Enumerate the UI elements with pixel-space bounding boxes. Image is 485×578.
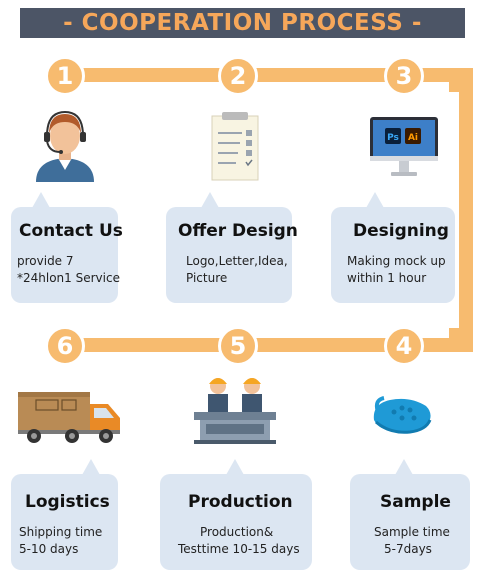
flow-track-top [58,68,473,82]
step-6-line-2: 5-10 days [19,542,79,556]
step-4-card: Sample Sample time 5-7days [350,474,470,570]
card-1-pointer [32,192,50,208]
svg-text:Ai: Ai [408,133,418,143]
step-5-line-1: Production& [200,525,274,539]
flow-track-corner-top [449,68,473,92]
flow-track-bottom [58,338,473,352]
step-3-card: Designing Making mock up within 1 hour [331,207,455,303]
step-1-card: Contact Us provide 7 *24hlon1 Service [11,207,123,303]
step-5-title: Production [188,492,293,512]
step-2-card: Offer Design Logo,Letter,Idea, Picture [166,207,298,303]
step-5-line-2: Testtime 10-15 days [178,542,300,556]
card-6-pointer [82,459,100,475]
card-3-pointer [366,192,384,208]
factory-workers-icon [194,378,276,444]
step-1-title: Contact Us [19,221,123,241]
step-2-title: Offer Design [178,221,298,241]
step-5-card: Production Production& Testtime 10-15 da… [160,474,312,570]
step-4-title: Sample [380,492,451,512]
step-2-line-2: Picture [186,271,228,285]
clog-shoe-icon [373,396,432,434]
step-5-number: 5 [218,326,258,366]
title-banner: - COOPERATION PROCESS - [20,8,465,38]
step-4-line-1: Sample time [374,525,450,539]
delivery-truck-icon [18,392,120,443]
monitor-icon: Ps Ai [370,117,438,176]
step-1-line-2: *24hlon1 Service [17,271,120,285]
step-6-number: 6 [45,326,85,366]
step-3-line-1: Making mock up [347,254,446,268]
step-3-number: 3 [384,56,424,96]
step-3-line-2: within 1 hour [347,271,427,285]
page-title: - COOPERATION PROCESS - [63,10,422,36]
card-2-pointer [201,192,219,208]
step-2-line-1: Logo,Letter,Idea, [186,254,288,268]
step-2-number: 2 [218,56,258,96]
step-6-line-1: Shipping time [19,525,103,539]
step-1-line-1: provide 7 [17,254,74,268]
step-4-line-2: 5-7days [384,542,432,556]
flow-track-right [459,68,473,352]
step-4-number: 4 [384,326,424,366]
step-6-title: Logistics [25,492,110,512]
card-4-pointer [395,459,413,475]
card-5-pointer [226,459,244,475]
step-1-number: 1 [45,56,85,96]
step-6-card: Logistics Shipping time 5-10 days [11,474,118,570]
step-3-title: Designing [353,221,449,241]
customer-service-icon [36,110,94,182]
flow-track-corner-bottom [449,328,473,352]
clipboard-icon [211,112,259,181]
svg-text:Ps: Ps [387,133,399,143]
